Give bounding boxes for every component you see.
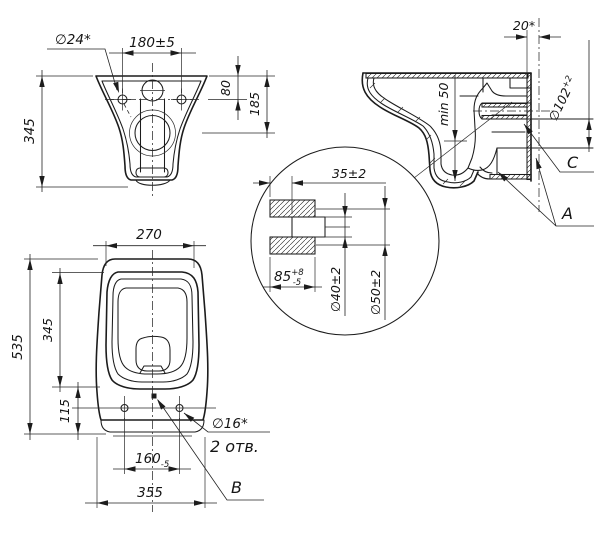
- dim-plan-seat-width: 270: [136, 227, 162, 243]
- section-label-a: A: [561, 204, 573, 223]
- detail-wall-top: [269, 199, 316, 218]
- side-rim-hatch: [365, 72, 529, 79]
- dim-detail-length: 85+8-5: [274, 268, 304, 288]
- detail-wall-bottom: [269, 236, 316, 255]
- side-bowl-middle: [366, 77, 475, 184]
- dim-plan-seat-length: 345: [40, 318, 55, 342]
- dim-plan-hole-spacing: 160-5: [135, 451, 169, 470]
- detail-sleeve: [291, 216, 326, 238]
- dim-rear-hole-spacing: 180±5: [129, 35, 175, 51]
- dim-rear-hole-diameter: ∅24*: [55, 32, 91, 48]
- dim-side-wall-offset: 20*: [513, 18, 535, 33]
- rear-inner-outline: [101, 80, 202, 178]
- section-label-b: B: [231, 478, 242, 497]
- plan-seat-inner: [111, 278, 194, 383]
- dim-rear-top-to-holes: 80: [218, 80, 233, 96]
- dim-side-water-seal: min 50: [436, 83, 451, 126]
- plan-jet-hole: [135, 335, 171, 372]
- side-bowl-outer: [361, 72, 479, 189]
- top-plan-view: 270 535 345 115 160-5 355 ∅16* 2 отв.: [10, 227, 270, 512]
- dim-detail-outer-diameter: ∅50±2: [368, 270, 383, 315]
- dim-rear-height: 345: [22, 118, 38, 144]
- dim-plan-hole-diameter: ∅16*: [212, 416, 248, 432]
- plan-bowl-opening: [117, 287, 188, 375]
- rear-view: 345 180±5 ∅24* 80 185: [22, 32, 275, 196]
- side-flange-hatch: [489, 173, 532, 180]
- detail-leader: [413, 101, 513, 179]
- rear-channel-foot: [135, 167, 169, 178]
- dim-plan-holes-to-edge: 115: [57, 399, 72, 423]
- section-label-c: C: [567, 153, 579, 172]
- detail-circle: [250, 146, 440, 336]
- side-section-view: 20* ∅102+2 min 50 C A: [361, 18, 594, 227]
- dim-plan-total-length: 535: [10, 334, 26, 360]
- plan-hole-count-label: 2 отв.: [210, 437, 259, 456]
- plan-point-b-marker: [151, 393, 157, 399]
- dim-rear-top-to-outlet: 185: [247, 92, 262, 116]
- dim-plan-width: 355: [137, 485, 163, 501]
- dim-side-outlet-diameter: ∅102+2: [545, 74, 579, 123]
- dim-detail-inner-diameter: ∅40±2: [328, 267, 343, 312]
- detail-circle-view: 35±2 85+8-5 ∅40±2 ∅50±2: [250, 146, 440, 336]
- rear-outline: [95, 75, 208, 181]
- plan-seat-outer: [105, 271, 200, 390]
- dim-detail-depth: 35±2: [332, 166, 366, 181]
- plan-body-outline: [95, 258, 209, 421]
- side-trap-outer: [467, 147, 498, 171]
